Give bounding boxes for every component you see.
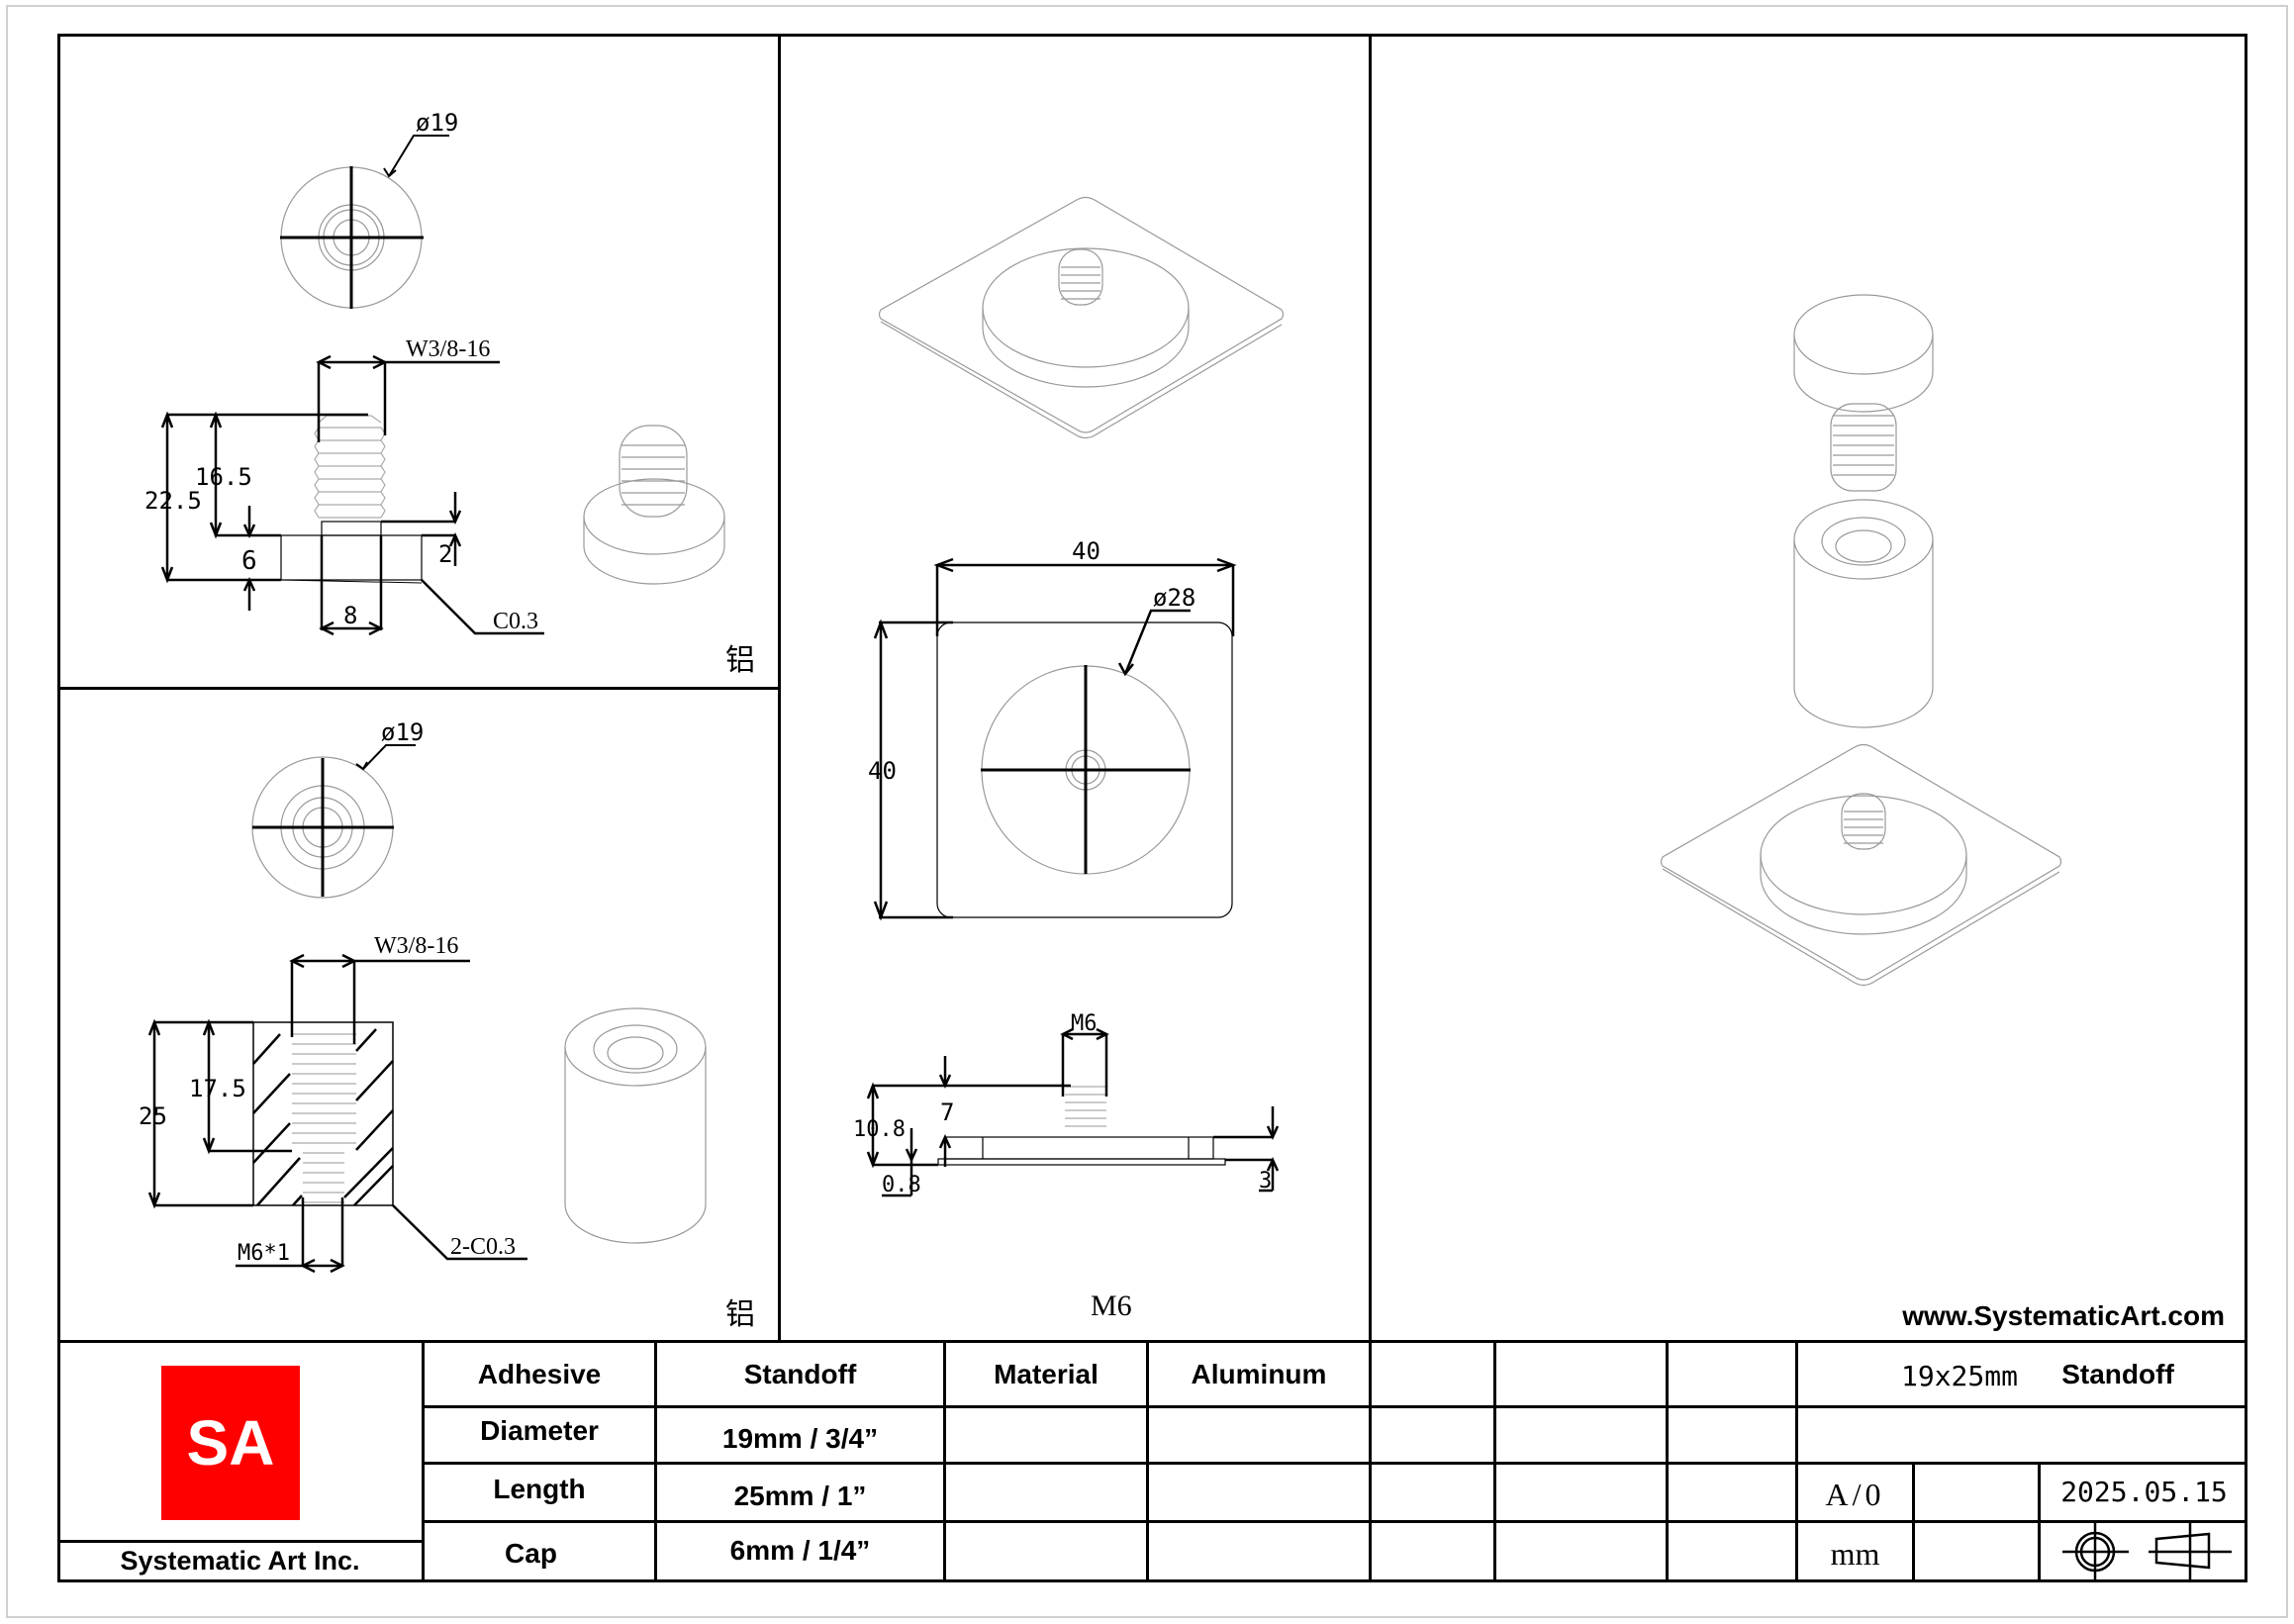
tb-col-5 bbox=[1369, 1340, 1372, 1582]
tb-row-1 bbox=[422, 1405, 2247, 1408]
material-label: Material bbox=[994, 1358, 1099, 1389]
spec-label-length: Length bbox=[493, 1474, 586, 1504]
tb-logo-divider bbox=[57, 1540, 422, 1543]
divider-left-panels bbox=[57, 687, 780, 690]
product-size: 19x25mm bbox=[1900, 1359, 2018, 1392]
drawing-frame bbox=[57, 34, 2247, 1582]
cap-material-note: 铝 bbox=[725, 644, 755, 677]
spec-value-length: 25mm / 1” bbox=[733, 1480, 867, 1511]
barrel-material-note: 铝 bbox=[725, 1298, 755, 1331]
drawing-date: 2025.05.15 bbox=[2060, 1476, 2228, 1508]
tb-col-6 bbox=[1493, 1340, 1496, 1582]
units: mm bbox=[1830, 1536, 1880, 1572]
spec-value-diameter: 19mm / 3/4” bbox=[721, 1422, 879, 1454]
tb-col-4 bbox=[1146, 1340, 1149, 1582]
base-thread-note: M6 bbox=[1091, 1290, 1132, 1322]
tb-col-8 bbox=[1795, 1340, 1798, 1582]
material-value: Aluminum bbox=[1191, 1358, 1327, 1389]
tb-col-3 bbox=[943, 1340, 946, 1582]
page-border bbox=[6, 5, 2288, 1618]
spec-value-adhesive: Standoff bbox=[743, 1358, 857, 1389]
divider-middle-right bbox=[1369, 34, 1372, 1342]
revision: A/0 bbox=[1825, 1477, 1885, 1512]
spec-label-cap: Cap bbox=[505, 1537, 557, 1569]
tb-row-2 bbox=[422, 1462, 2247, 1465]
tb-row-3 bbox=[422, 1520, 2247, 1523]
tb-col-2 bbox=[654, 1340, 657, 1582]
company-logo: SA bbox=[161, 1366, 300, 1520]
website-label: www.SystematicArt.com bbox=[1902, 1300, 2225, 1331]
spec-value-cap: 6mm / 1/4” bbox=[729, 1534, 871, 1566]
product-name: Standoff bbox=[2061, 1358, 2174, 1389]
spec-label-adhesive: Adhesive bbox=[477, 1358, 602, 1389]
spec-label-diameter: Diameter bbox=[480, 1414, 599, 1446]
first-angle-cone-icon bbox=[2149, 1523, 2232, 1582]
title-block-top bbox=[57, 1340, 2247, 1343]
company-name: Systematic Art Inc. bbox=[120, 1545, 360, 1576]
first-angle-circle-icon bbox=[2062, 1523, 2129, 1582]
tb-col-1 bbox=[422, 1340, 425, 1582]
tb-col-7 bbox=[1666, 1340, 1669, 1582]
projection-symbols bbox=[2062, 1523, 2232, 1582]
